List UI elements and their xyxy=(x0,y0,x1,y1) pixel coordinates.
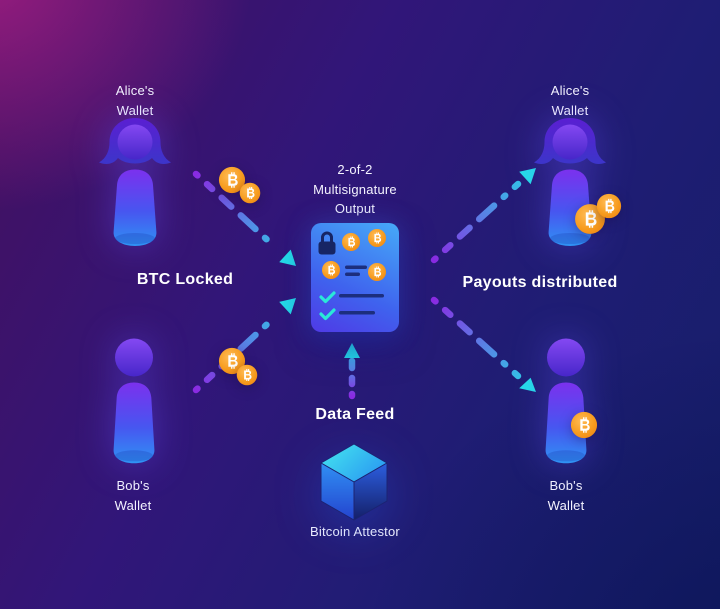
bitcoin-coin-icon xyxy=(368,263,386,281)
bob-figure-left xyxy=(113,338,155,464)
lock-icon xyxy=(318,231,336,255)
bob-wallet-label-right: Bob's Wallet xyxy=(547,478,585,513)
text-line xyxy=(345,272,360,276)
bitcoin-coin-icon xyxy=(218,347,246,375)
checkmark-icon xyxy=(319,291,336,304)
head-shape xyxy=(552,124,588,160)
text-line xyxy=(339,311,375,315)
body-shape xyxy=(545,382,587,464)
text-line xyxy=(339,294,384,298)
base-shading xyxy=(115,450,153,462)
arrow-multisig-to-bob xyxy=(430,296,536,392)
bob-figure-right xyxy=(545,338,587,464)
bob-wallet-label-left: Bob's Wallet xyxy=(114,478,152,513)
checkmark-icon xyxy=(319,308,336,321)
multisig-card-graphic xyxy=(318,229,386,321)
bitcoin-attestor-cube-icon xyxy=(320,443,388,521)
bitcoin-coin-icon xyxy=(342,233,360,251)
head-shape xyxy=(117,124,153,160)
base-shading xyxy=(550,233,590,244)
arrowhead-icon xyxy=(279,249,296,266)
head-shape xyxy=(115,338,153,377)
text-line xyxy=(345,265,367,269)
multisig-output-card xyxy=(311,223,399,332)
head-shape xyxy=(547,338,585,377)
arrowhead-icon xyxy=(344,343,360,358)
bitcoin-coin-icon xyxy=(218,166,246,194)
bitcoin-coin-icon xyxy=(236,364,258,386)
alice-wallet-label-left: Alice's Wallet xyxy=(115,83,155,118)
arrow-datafeed-to-multisig xyxy=(344,343,360,400)
bitcoin-coin-icon xyxy=(575,204,605,234)
bitcoin-coin-icon xyxy=(596,193,622,219)
base-shading xyxy=(547,450,585,462)
body-shape xyxy=(113,382,155,464)
bitcoin-coin-icon xyxy=(239,182,261,204)
arrow-multisig-to-alice xyxy=(430,168,536,264)
bitcoin-coin-icon xyxy=(570,411,598,439)
body-shape xyxy=(113,169,157,246)
cube-right-face xyxy=(353,462,388,521)
bitcoin-coin-icon xyxy=(368,229,386,247)
alice-wallet-label-right: Alice's Wallet xyxy=(550,83,590,118)
arrowhead-icon xyxy=(279,298,296,315)
alice-figure-left xyxy=(99,118,171,246)
bitcoin-attestor-label: Bitcoin Attestor xyxy=(310,524,400,539)
base-shading xyxy=(115,233,155,244)
btc-locked-caption: BTC Locked xyxy=(136,271,234,288)
data-feed-label: Data Feed xyxy=(315,406,395,423)
bitcoin-coin-icon xyxy=(322,261,340,279)
payouts-distributed-caption: Payouts distributed xyxy=(462,274,618,291)
multisig-output-label: 2-of-2 Multisignature Output xyxy=(313,162,397,216)
